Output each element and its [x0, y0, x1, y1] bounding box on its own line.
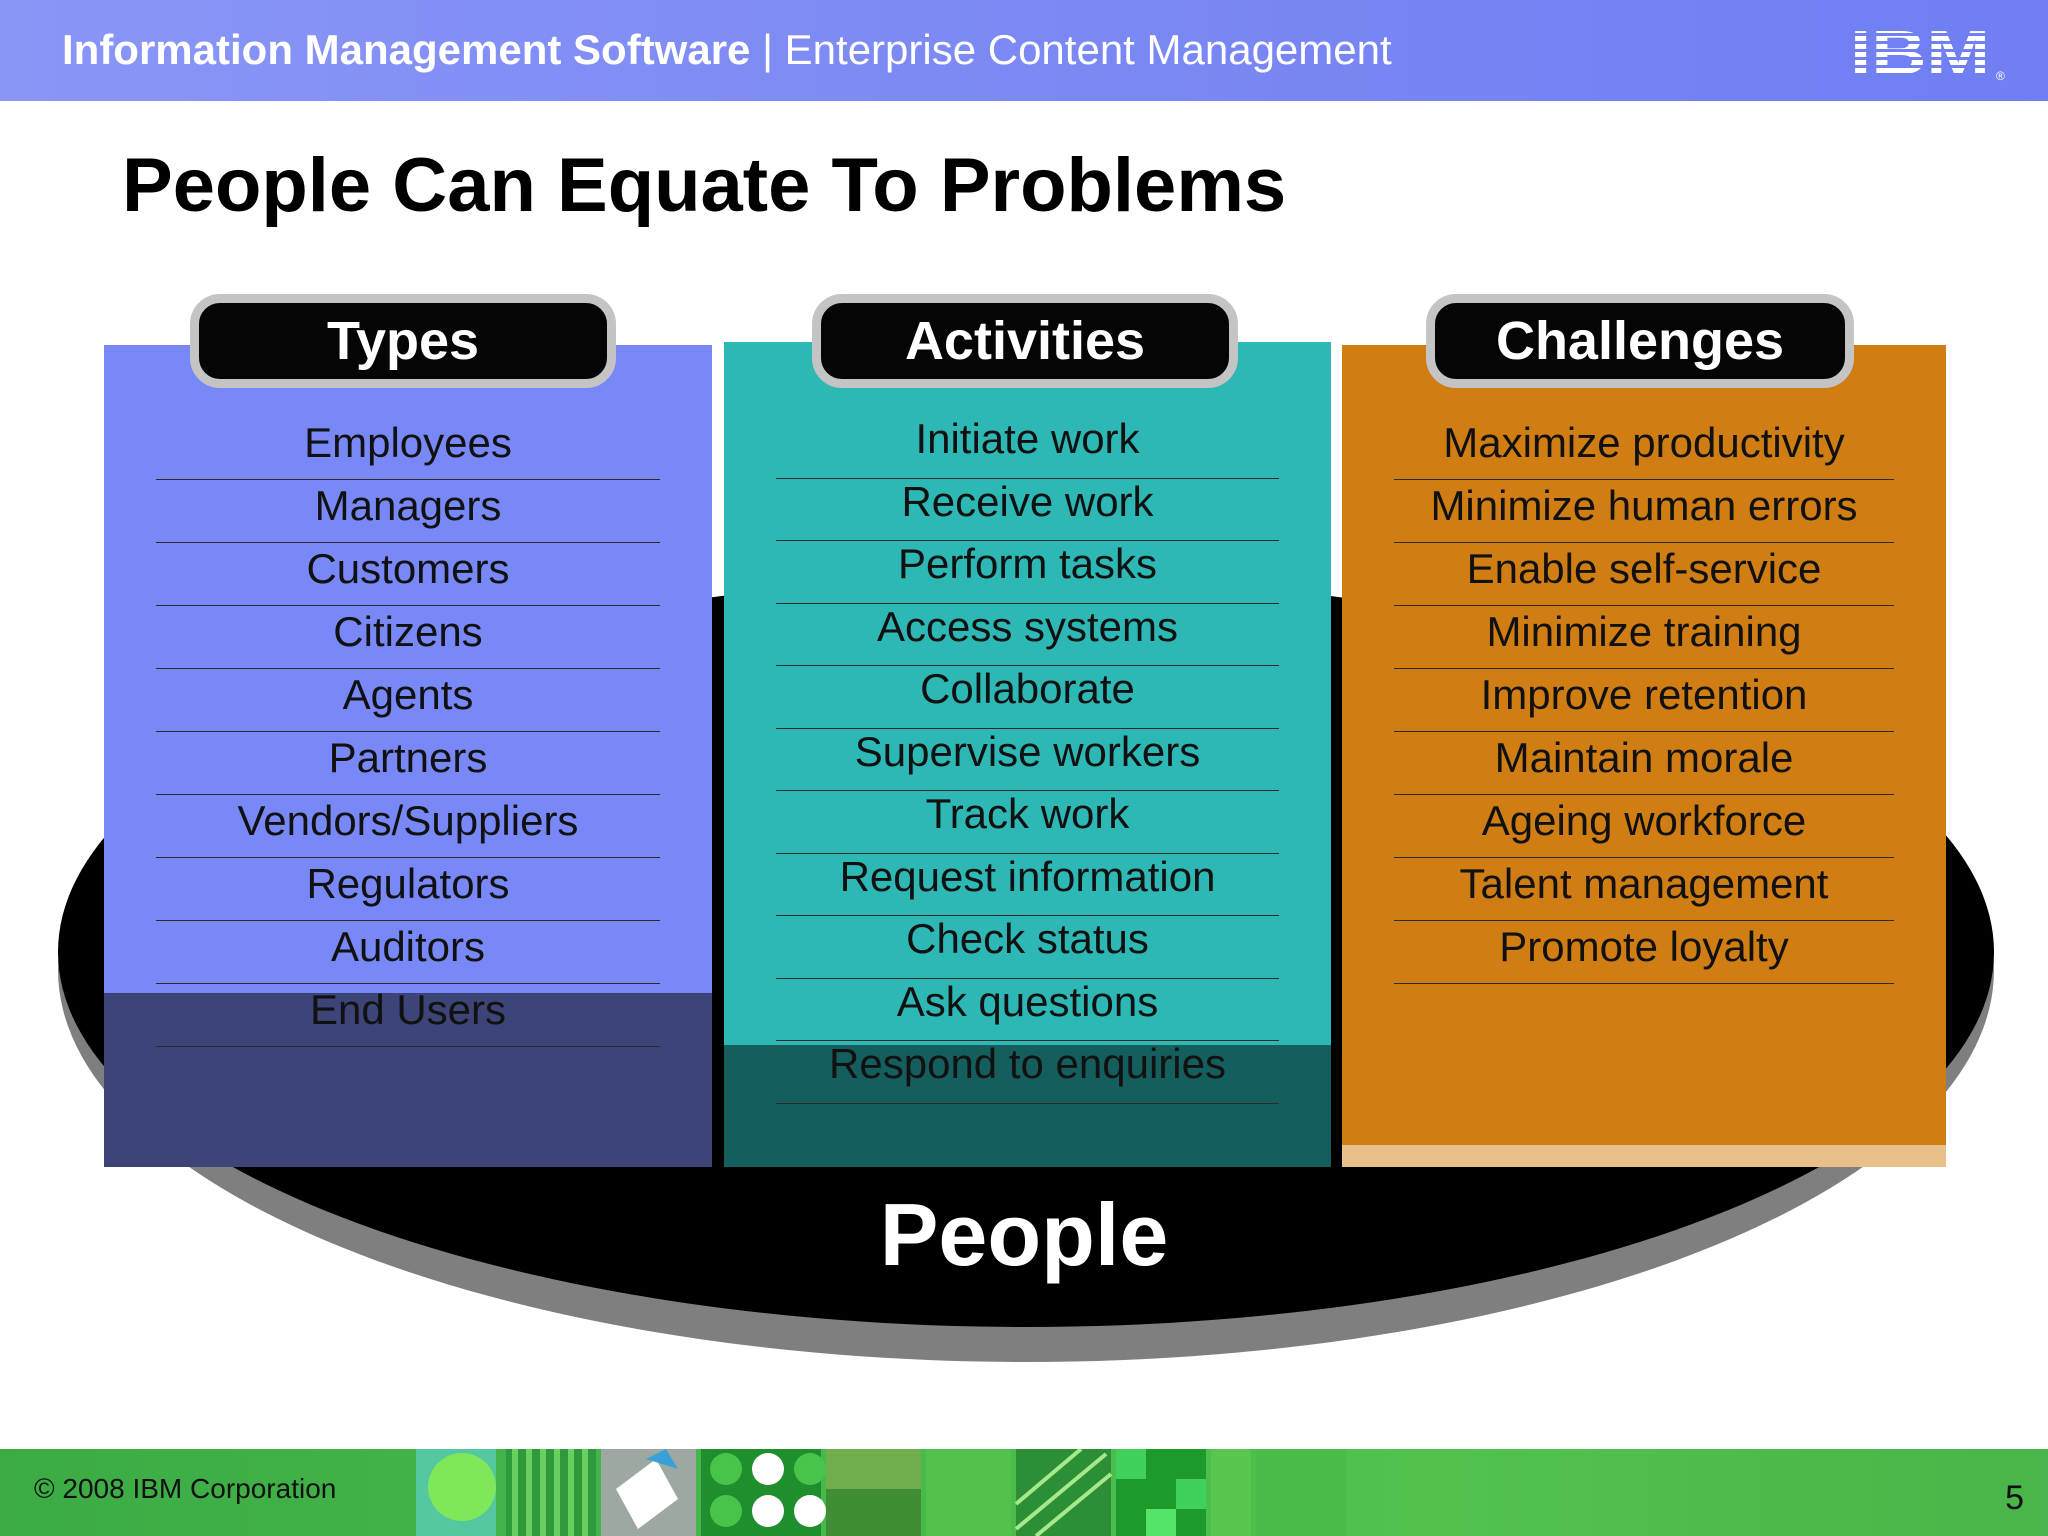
types-column-shadow	[104, 993, 712, 1167]
challenges-item: Minimize training	[1394, 606, 1894, 669]
types-list: Employees Managers Customers Citizens Ag…	[156, 417, 660, 1047]
challenges-item: Ageing workforce	[1394, 795, 1894, 858]
activities-column: Activities Initiate work Receive work Pe…	[724, 294, 1331, 1167]
types-column: Types Employees Managers Customers Citiz…	[104, 294, 712, 1167]
activities-column-shadow	[724, 1045, 1331, 1167]
activities-item: Respond to enquiries	[776, 1041, 1279, 1104]
activities-item: Receive work	[776, 478, 1279, 541]
activities-item: Check status	[776, 916, 1279, 979]
types-item: Customers	[156, 543, 660, 606]
challenges-column: Challenges Maximize productivity Minimiz…	[1342, 294, 1946, 1145]
activities-heading: Activities	[812, 294, 1238, 388]
activities-list: Initiate work Receive work Perform tasks…	[776, 416, 1279, 1104]
activities-item: Access systems	[776, 603, 1279, 666]
svg-text:®: ®	[1996, 69, 2005, 82]
copyright-text: © 2008 IBM Corporation	[34, 1473, 337, 1504]
types-item: Managers	[156, 480, 660, 543]
activities-item: Ask questions	[776, 978, 1279, 1041]
challenges-item: Minimize human errors	[1394, 480, 1894, 543]
page-number: 5	[2005, 1479, 2024, 1517]
challenges-list: Maximize productivity Minimize human err…	[1394, 417, 1894, 984]
challenges-item: Maintain morale	[1394, 732, 1894, 795]
challenges-item: Enable self-service	[1394, 543, 1894, 606]
challenges-heading: Challenges	[1426, 294, 1854, 388]
header-product-name: Information Management Software	[62, 26, 751, 73]
people-label: People	[879, 1185, 1169, 1284]
challenges-column-panel	[1342, 345, 1946, 1145]
challenges-item: Promote loyalty	[1394, 921, 1894, 984]
challenges-item: Improve retention	[1394, 669, 1894, 732]
activities-item: Perform tasks	[776, 541, 1279, 604]
types-column-panel	[104, 345, 712, 993]
activities-column-panel	[724, 342, 1331, 1045]
ibm-logo: IBM ®	[1846, 20, 2006, 82]
types-item: Auditors	[156, 921, 660, 984]
header-separator: |	[750, 26, 785, 73]
header-title: Information Management Software | Enterp…	[62, 22, 1392, 78]
challenges-item: Talent management	[1394, 858, 1894, 921]
activities-item: Initiate work	[776, 416, 1279, 479]
footer-bar: © 2008 IBM Corporation 5	[0, 1449, 2048, 1536]
activities-item: Supervise workers	[776, 728, 1279, 791]
activities-item: Track work	[776, 791, 1279, 854]
types-item: Regulators	[156, 858, 660, 921]
footer-image-strip	[416, 1449, 1346, 1536]
types-item: Citizens	[156, 606, 660, 669]
types-item: End Users	[156, 984, 660, 1047]
header-bar: Information Management Software | Enterp…	[0, 0, 2048, 101]
header-subtitle: Enterprise Content Management	[784, 26, 1392, 73]
challenges-item: Maximize productivity	[1394, 417, 1894, 480]
types-item: Employees	[156, 417, 660, 480]
activities-item: Collaborate	[776, 666, 1279, 729]
types-item: Vendors/Suppliers	[156, 795, 660, 858]
types-item: Agents	[156, 669, 660, 732]
types-item: Partners	[156, 732, 660, 795]
types-heading: Types	[190, 294, 616, 388]
activities-item: Request information	[776, 853, 1279, 916]
slide-title: People Can Equate To Problems	[122, 143, 1287, 228]
